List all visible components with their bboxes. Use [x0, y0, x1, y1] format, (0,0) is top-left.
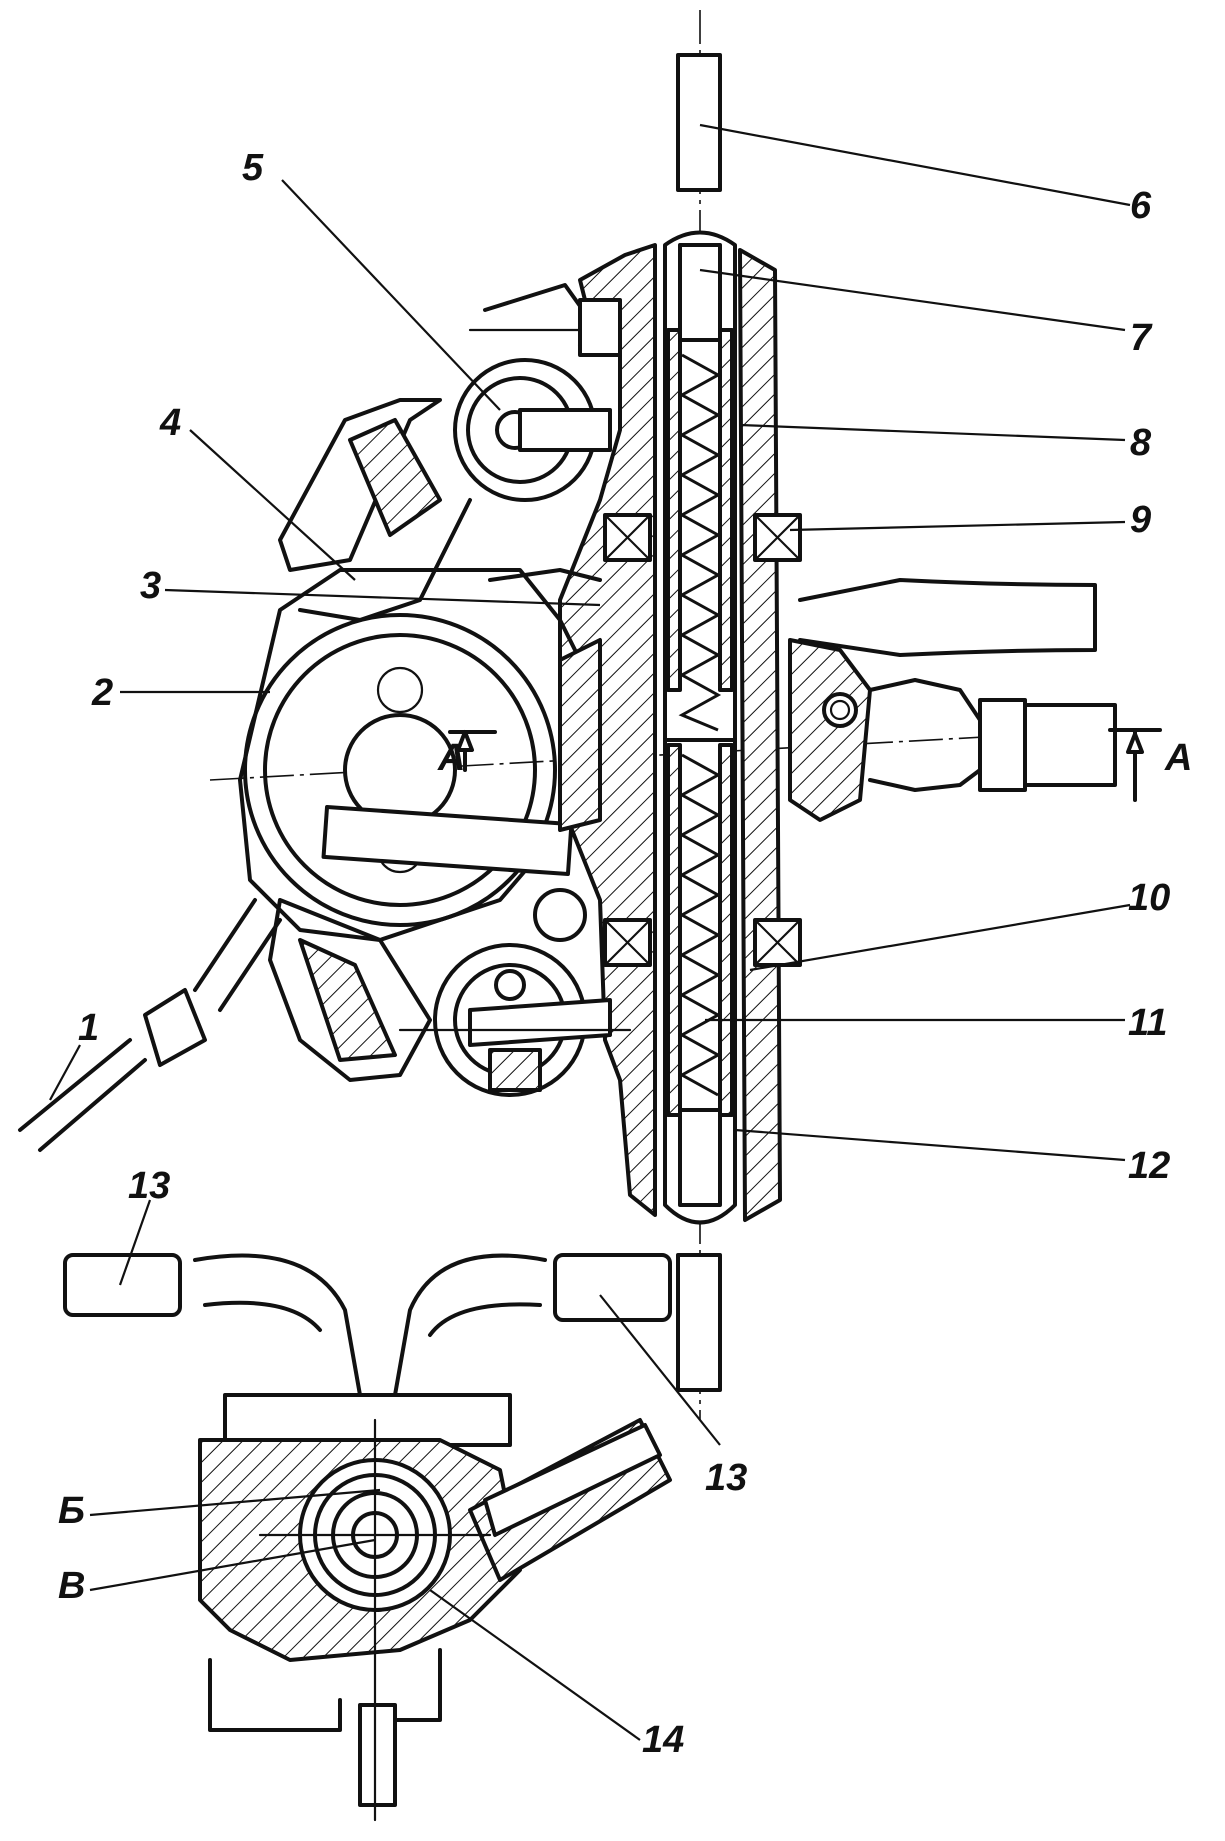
section-mark-left: А: [437, 730, 497, 779]
bottom-pin: [676, 1253, 722, 1392]
section-view: [63, 1253, 672, 1822]
left-tube: [18, 898, 282, 1152]
spring-sleeve: [663, 230, 737, 1225]
lower-rocker: [268, 888, 632, 1097]
callout-3: 3: [140, 565, 161, 607]
callout-5: 5: [242, 147, 264, 189]
right-lever-and-fitting: [788, 578, 1117, 822]
bearings: [603, 513, 802, 967]
callout-8: 8: [1130, 422, 1152, 464]
section-mark-right: А: [1108, 728, 1192, 802]
callout-1: 1: [78, 1007, 99, 1049]
callout-V: В: [58, 1565, 85, 1607]
callout-14: 14: [642, 1719, 684, 1761]
callout-labels: 1 2 3 4 5 6 7 8 9 10 11 12 13 13 14 Б В: [58, 147, 1170, 1761]
top-pin: [676, 53, 722, 192]
callout-13-right: 13: [705, 1457, 747, 1499]
callout-7: 7: [1130, 317, 1153, 359]
callout-B: Б: [58, 1490, 85, 1532]
section-mark-right-label: А: [1164, 737, 1192, 779]
callout-11: 11: [1128, 1002, 1167, 1044]
callout-9: 9: [1130, 499, 1151, 541]
callout-10: 10: [1128, 877, 1170, 919]
callout-6: 6: [1130, 185, 1152, 227]
callout-2: 2: [91, 672, 113, 714]
callout-4: 4: [159, 402, 181, 444]
leader-lines: [49, 123, 1131, 1741]
section-mark-left-label: А: [437, 737, 465, 779]
upper-rocker: [278, 283, 622, 622]
callout-13-left: 13: [128, 1165, 170, 1207]
main-body: [238, 568, 602, 942]
main-housing: [558, 243, 782, 1222]
callout-12: 12: [1128, 1145, 1170, 1187]
